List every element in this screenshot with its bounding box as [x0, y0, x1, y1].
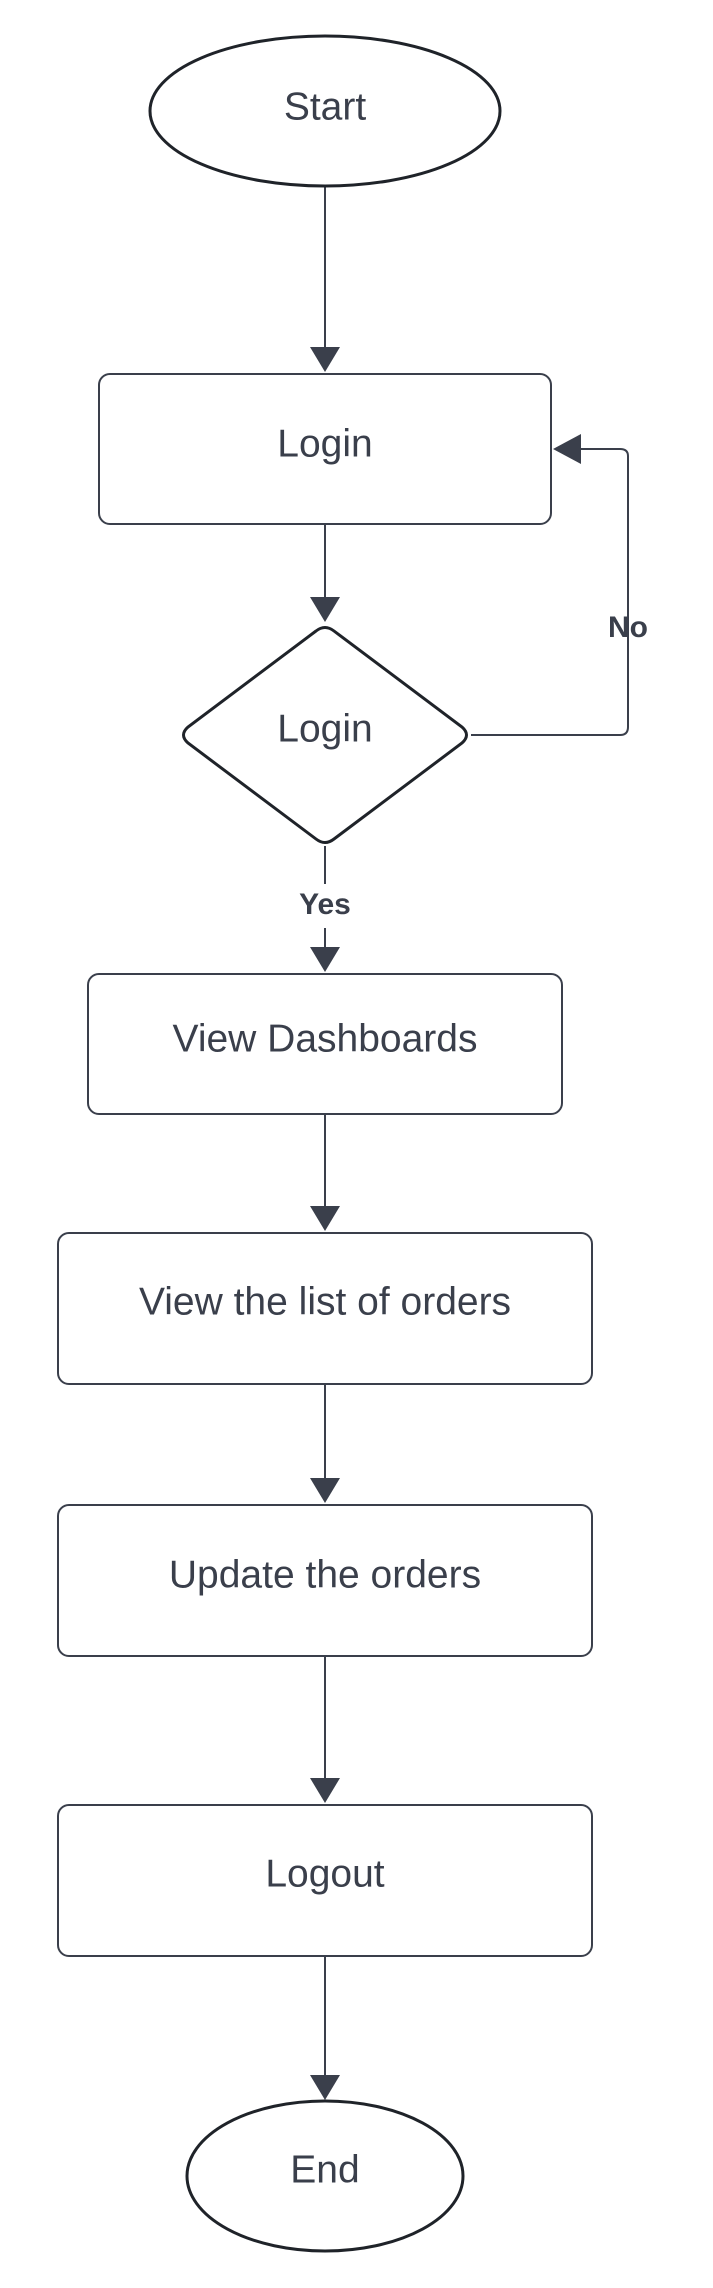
node-logout: Logout — [57, 1804, 593, 1957]
view-dashboards-shape — [87, 973, 563, 1115]
node-login-process: Login — [98, 373, 552, 525]
node-login-decision: Login — [182, 626, 468, 844]
node-end: End — [185, 2099, 465, 2253]
logout-shape — [57, 1804, 593, 1957]
node-view-orders: View the list of orders — [57, 1232, 593, 1385]
arrowhead-no-loop — [553, 434, 581, 464]
update-orders-shape — [57, 1504, 593, 1657]
arrowhead-decision — [310, 597, 340, 622]
arrowhead-view-dashboards — [310, 947, 340, 972]
view-dashboards-label: View Dashboards — [173, 1017, 478, 1060]
edge-label-yes: Yes — [299, 888, 351, 921]
node-update-orders: Update the orders — [57, 1504, 593, 1657]
arrowhead-update-orders — [310, 1478, 340, 1503]
view-orders-shape — [57, 1232, 593, 1385]
start-terminal-shape — [148, 34, 502, 188]
arrowhead-view-orders — [310, 1206, 340, 1231]
edge-no-loop — [471, 448, 629, 736]
arrowhead-end — [310, 2075, 340, 2100]
login-decision-label: Login — [277, 707, 372, 750]
arrowhead-logout — [310, 1778, 340, 1803]
login-process-shape — [98, 373, 552, 525]
arrowhead-login — [310, 347, 340, 372]
logout-label: Logout — [265, 1852, 384, 1895]
node-view-dashboards: View Dashboards — [87, 973, 563, 1115]
end-terminal-shape — [185, 2099, 465, 2253]
end-label: End — [290, 2148, 359, 2191]
login-decision-shape — [182, 626, 468, 844]
view-orders-label: View the list of orders — [139, 1280, 511, 1323]
node-start: Start — [148, 34, 502, 188]
edges — [310, 186, 629, 2100]
login-process-label: Login — [277, 422, 372, 465]
edge-label-no: No — [608, 611, 648, 644]
update-orders-label: Update the orders — [169, 1553, 481, 1596]
start-label: Start — [284, 85, 367, 128]
